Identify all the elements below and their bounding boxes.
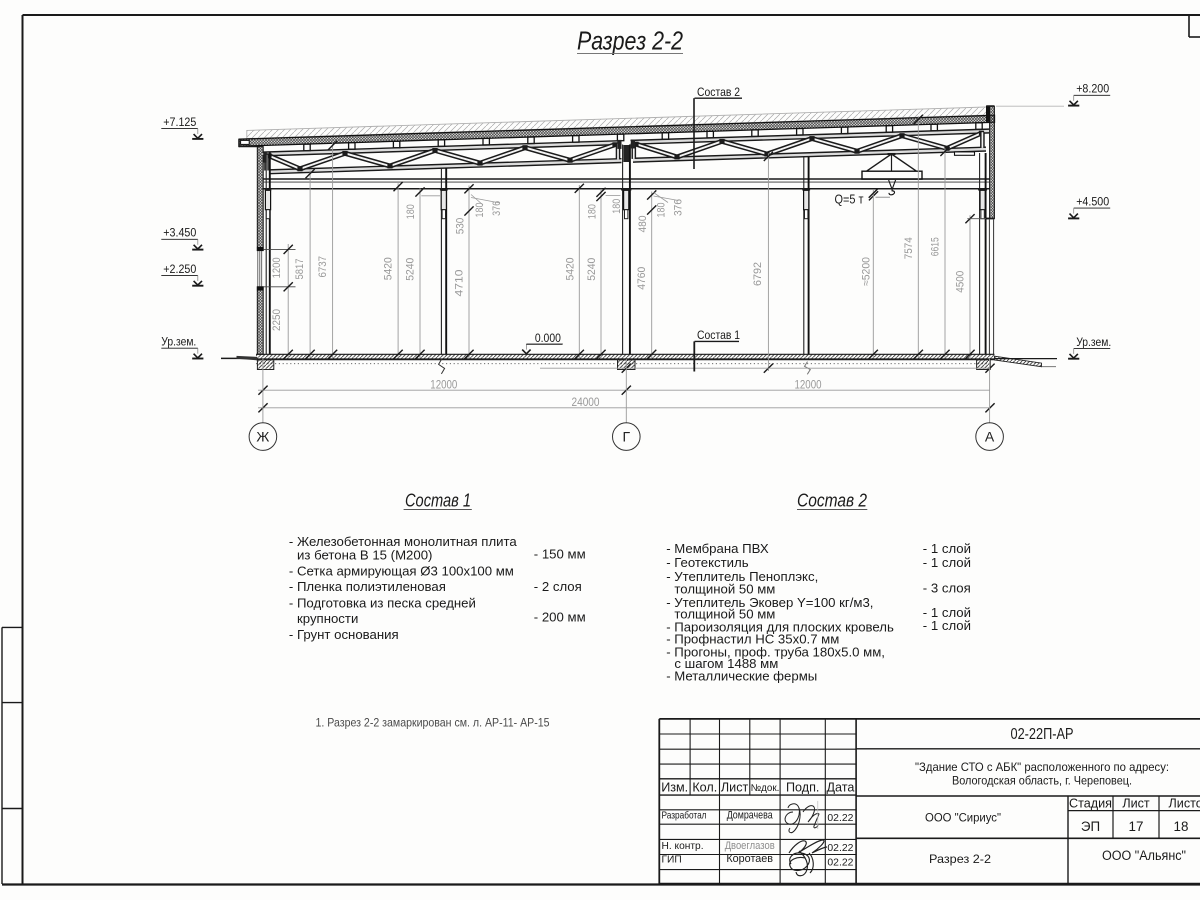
svg-text:толщиной 50 мм: толщиной 50 мм (674, 607, 775, 622)
svg-text:- 1 слой: - 1 слой (923, 555, 971, 570)
svg-text:376: 376 (672, 199, 684, 216)
svg-text:5420: 5420 (564, 258, 576, 281)
svg-text:- 1 слой: - 1 слой (923, 541, 971, 556)
svg-text:- Утеплитель Эковер Y=100 кг/м: - Утеплитель Эковер Y=100 кг/м3, (666, 595, 873, 610)
svg-text:6737: 6737 (317, 256, 329, 278)
svg-text:≈5200: ≈5200 (860, 257, 872, 286)
svg-text:- 150 мм: - 150 мм (534, 547, 586, 562)
svg-text:4710: 4710 (454, 270, 466, 297)
svg-text:4500: 4500 (955, 271, 967, 293)
svg-text:5817: 5817 (294, 259, 306, 280)
svg-text:02.22: 02.22 (827, 813, 853, 824)
svg-text:- 3 слоя: - 3 слоя (923, 580, 971, 595)
svg-text:ГИП: ГИП (662, 855, 682, 866)
svg-text:Изм.: Изм. (661, 780, 688, 794)
svg-text:ООО "Сириус": ООО "Сириус" (925, 810, 1001, 824)
svg-text:Состав 2: Состав 2 (797, 490, 867, 510)
svg-text:Разрез 2-2: Разрез 2-2 (577, 26, 683, 56)
svg-text:- Пленка полиэтиленовая: - Пленка полиэтиленовая (289, 579, 446, 594)
svg-text:1. Разрез 2-2 замаркирован см.: 1. Разрез 2-2 замаркирован см. л. АР-11-… (316, 716, 550, 730)
svg-text:0.000: 0.000 (535, 331, 561, 345)
svg-text:17: 17 (1129, 819, 1144, 834)
svg-text:ООО "Альянс": ООО "Альянс" (1102, 848, 1186, 864)
svg-text:6615: 6615 (930, 237, 942, 256)
svg-text:- Мембрана ПВХ: - Мембрана ПВХ (666, 541, 769, 556)
svg-text:ЭП: ЭП (1081, 819, 1100, 834)
svg-text:12000: 12000 (795, 377, 822, 391)
svg-text:180: 180 (611, 199, 623, 214)
svg-text:крупности: крупности (297, 611, 358, 626)
svg-text:Состав 2: Состав 2 (697, 85, 740, 99)
svg-text:Q=5 т: Q=5 т (835, 192, 864, 206)
svg-text:+8.200: +8.200 (1076, 83, 1109, 96)
svg-text:Н. контр.: Н. контр. (662, 841, 704, 852)
svg-text:Домрачева: Домрачева (727, 809, 773, 821)
svg-text:Лист: Лист (721, 780, 749, 794)
svg-text:с шагом 1488 мм: с шагом 1488 мм (674, 656, 778, 671)
svg-text:Лист: Лист (1122, 796, 1150, 810)
svg-text:5240: 5240 (405, 258, 417, 281)
svg-text:Ур.зем.: Ур.зем. (161, 336, 196, 349)
svg-text:из бетона В 15 (М200): из бетона В 15 (М200) (297, 547, 432, 562)
svg-text:Ж: Ж (256, 429, 269, 445)
svg-text:1200: 1200 (271, 257, 283, 278)
svg-text:376: 376 (491, 201, 503, 216)
svg-text:толщиной 50 мм: толщиной 50 мм (674, 582, 775, 597)
svg-text:- 1 слой: - 1 слой (923, 618, 971, 633)
svg-text:7574: 7574 (903, 237, 915, 259)
svg-text:Листов: Листов (1169, 796, 1200, 810)
svg-text:2250: 2250 (271, 309, 283, 331)
svg-text:6792: 6792 (752, 262, 764, 286)
svg-text:- Профнастил НС 35х0.7 мм: - Профнастил НС 35х0.7 мм (666, 631, 839, 646)
svg-text:Состав 1: Состав 1 (405, 490, 471, 510)
svg-text:5420: 5420 (383, 257, 395, 280)
svg-text:02.22: 02.22 (827, 843, 853, 854)
svg-text:- 200 мм: - 200 мм (534, 609, 586, 624)
svg-text:Разрез 2-2: Разрез 2-2 (929, 852, 991, 866)
svg-text:180: 180 (405, 204, 417, 219)
svg-text:180: 180 (656, 203, 668, 218)
svg-text:12000: 12000 (430, 377, 457, 391)
svg-text:180: 180 (586, 204, 598, 219)
svg-text:- Геотекстиль: - Геотекстиль (666, 555, 749, 570)
svg-text:Кол.: Кол. (692, 780, 717, 794)
svg-text:02.22: 02.22 (827, 858, 853, 869)
svg-text:Ур.зем.: Ур.зем. (1076, 336, 1111, 349)
svg-text:+2.250: +2.250 (163, 263, 196, 276)
svg-text:- Грунт основания: - Грунт основания (289, 627, 399, 642)
svg-text:Коротаев: Коротаев (726, 853, 773, 865)
svg-text:02-22П-АР: 02-22П-АР (1011, 726, 1074, 743)
svg-text:480: 480 (637, 216, 649, 233)
svg-text:Стадия: Стадия (1069, 796, 1112, 810)
svg-text:530: 530 (454, 218, 466, 235)
svg-text:+3.450: +3.450 (163, 227, 196, 240)
svg-text:180: 180 (474, 203, 486, 218)
svg-text:- Металлические фермы: - Металлические фермы (666, 669, 817, 684)
svg-text:№док.: №док. (751, 783, 780, 794)
svg-text:+4.500: +4.500 (1076, 196, 1109, 209)
svg-text:А: А (985, 429, 995, 445)
svg-text:+7.125: +7.125 (163, 116, 196, 129)
svg-text:- Прогоны, проф. труба 180х5.0: - Прогоны, проф. труба 180х5.0 мм, (666, 644, 885, 659)
svg-text:"Здание СТО с АБК" расположенн: "Здание СТО с АБК" расположенного по адр… (915, 761, 1169, 774)
svg-text:- Сетка армирующая Ø3 100х100: - Сетка армирующая Ø3 100х100 мм (289, 564, 514, 579)
svg-text:18: 18 (1174, 819, 1189, 834)
svg-text:- Утеплитель Пеноплэкс,: - Утеплитель Пеноплэкс, (666, 569, 818, 584)
svg-text:Разработал: Разработал (662, 810, 707, 822)
svg-text:- Пароизоляция для плоских кро: - Пароизоляция для плоских кровель (666, 620, 894, 635)
svg-text:- 2 слоя: - 2 слоя (534, 579, 582, 594)
svg-text:- 1 слой: - 1 слой (923, 605, 971, 620)
svg-text:Вологодская область, г. Черепо: Вологодская область, г. Череповец. (952, 774, 1132, 787)
svg-text:Двоеглазов: Двоеглазов (725, 840, 775, 852)
svg-text:24000: 24000 (572, 395, 600, 409)
svg-text:Г: Г (623, 429, 631, 445)
svg-text:5240: 5240 (586, 258, 598, 281)
svg-text:- Подготовка из песка средней: - Подготовка из песка средней (289, 595, 476, 610)
svg-text:4760: 4760 (636, 267, 648, 290)
svg-text:- Железобетонная монолитная п: - Железобетонная монолитная плита (289, 534, 518, 549)
svg-text:Дата: Дата (826, 780, 854, 794)
svg-text:Подп.: Подп. (786, 780, 819, 794)
svg-text:Состав 1: Состав 1 (697, 328, 740, 342)
